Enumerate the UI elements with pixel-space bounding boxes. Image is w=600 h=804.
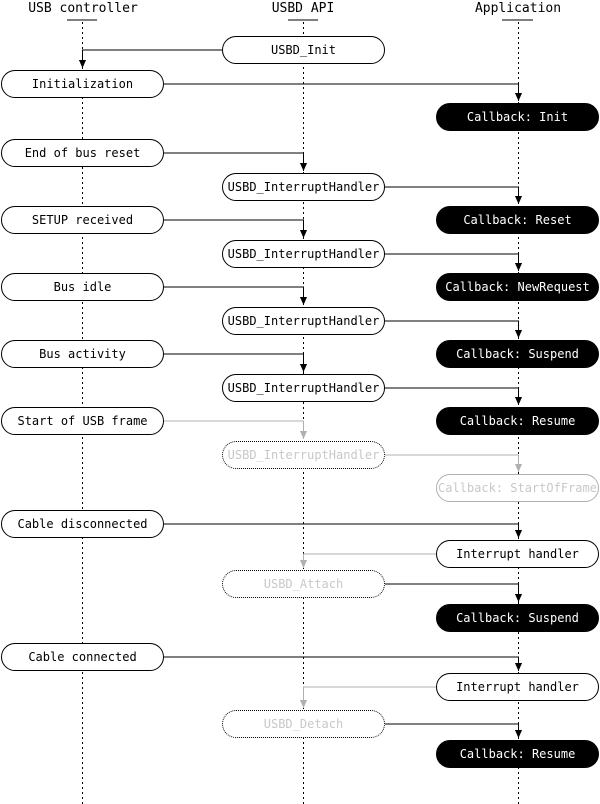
arrow-cable-connected-to-interrupt-handler — [164, 656, 523, 671]
arrow-interrupt-handler-to-usbd-attach — [299, 553, 436, 568]
arrow-handler-to-callback-reset — [385, 186, 523, 204]
node-callback-suspend-1: Callback: Suspend — [436, 340, 599, 368]
node-interrupt-handler-2: Interrupt handler — [436, 673, 599, 701]
node-usbd-detach: USBD_Detach — [222, 710, 385, 738]
node-bus-idle: Bus idle — [1, 273, 164, 301]
node-usbd-interrupthandler-ghost: USBD_InterruptHandler — [222, 441, 385, 469]
node-initialization: Initialization — [1, 70, 164, 98]
arrow-start-of-frame-to-ghost-handler — [164, 420, 308, 439]
node-callback-resume-1: Callback: Resume — [436, 407, 599, 435]
arrow-bus-idle-to-handler — [164, 286, 308, 305]
node-callback-newrequest: Callback: NewRequest — [436, 273, 599, 301]
node-usbd-interrupthandler-1: USBD_InterruptHandler — [222, 173, 385, 201]
arrow-end-of-bus-reset-to-handler — [164, 152, 308, 171]
node-cable-disconnected: Cable disconnected — [1, 510, 164, 538]
actor-application: Application — [474, 1, 562, 16]
arrow-ghost-handler-to-callback-startofframe — [385, 454, 523, 472]
arrow-interrupt-handler-to-usbd-detach — [299, 686, 436, 708]
node-bus-activity: Bus activity — [1, 340, 164, 368]
node-usbd-init: USBD_Init — [222, 36, 385, 64]
node-callback-suspend-2: Callback: Suspend — [436, 604, 599, 632]
arrow-bus-activity-to-handler — [164, 353, 308, 372]
node-callback-reset: Callback: Reset — [436, 206, 599, 234]
node-usbd-interrupthandler-3: USBD_InterruptHandler — [222, 307, 385, 335]
node-callback-init: Callback: Init — [436, 103, 599, 131]
arrow-initialization-to-callback-init — [164, 83, 523, 101]
node-setup-received: SETUP received — [1, 206, 164, 234]
node-cable-connected: Cable connected — [1, 643, 164, 671]
node-usbd-interrupthandler-2: USBD_InterruptHandler — [222, 240, 385, 268]
node-end-of-bus-reset: End of bus reset — [1, 139, 164, 167]
arrow-setup-received-to-handler — [164, 219, 308, 238]
node-callback-resume-2: Callback: Resume — [436, 740, 599, 768]
node-usbd-interrupthandler-4: USBD_InterruptHandler — [222, 374, 385, 402]
arrow-handler-to-callback-resume — [385, 387, 523, 405]
node-callback-startofframe: Callback: StartOfFrame — [436, 474, 599, 502]
arrow-usbd-attach-to-callback-suspend — [385, 583, 523, 602]
node-interrupt-handler-1: Interrupt handler — [436, 540, 599, 568]
arrow-usbd-init-to-initialization — [78, 49, 222, 68]
arrow-handler-to-callback-newrequest — [385, 253, 523, 271]
arrow-cable-disconnected-to-interrupt-handler — [164, 523, 523, 538]
node-usbd-attach: USBD_Attach — [222, 570, 385, 598]
actor-usb-controller: USB controller — [28, 1, 138, 16]
arrow-usbd-detach-to-callback-resume — [385, 723, 523, 738]
actor-usbd-api: USBD API — [271, 1, 335, 16]
arrow-handler-to-callback-suspend — [385, 320, 523, 338]
node-start-of-usb-frame: Start of USB frame — [1, 407, 164, 435]
